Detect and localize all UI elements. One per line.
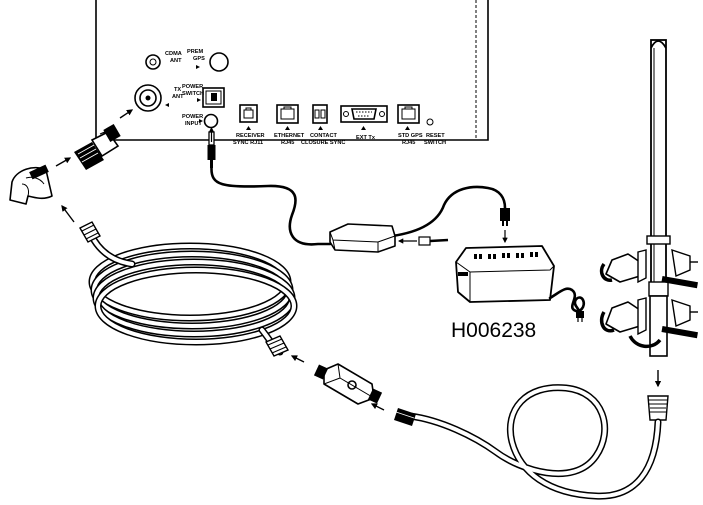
prem-gps-connector <box>209 52 229 72</box>
power-input-label-line1: POWER <box>182 114 203 120</box>
right-angle-adapter <box>9 164 53 205</box>
coax-coil-end-connector-right <box>265 335 289 357</box>
power-switch-pointer <box>197 98 201 102</box>
rear-panel <box>95 0 489 141</box>
power-input-label-line2: INPUT <box>185 121 202 127</box>
receiver-sync-rj11-port <box>239 104 258 123</box>
adapter-input-cable <box>390 185 507 238</box>
ac-plug <box>500 208 510 226</box>
receiver-sync-label-line2: SYNC RJ11 <box>233 140 263 146</box>
std-gps-rj45-port <box>397 104 420 124</box>
reset-switch[interactable] <box>426 118 434 126</box>
tx-ant-label-line2: ANT <box>172 94 184 100</box>
reset-switch-label-line2: SWITCH <box>424 140 446 146</box>
dc-cable-to-adapter <box>210 166 332 246</box>
std-gps-pointer <box>405 126 410 130</box>
coax-coil-end-connector-left <box>79 221 101 243</box>
contact-closure-label-line1: CONTACT <box>310 133 338 139</box>
tx-ant-pointer <box>165 103 169 107</box>
power-input-pointer <box>199 119 203 123</box>
coil-to-elbow-arrow <box>61 204 75 223</box>
reset-switch-label-line1: RESET <box>426 133 445 139</box>
gps-antenna <box>646 39 671 357</box>
antenna-cable-arrow <box>370 403 385 411</box>
mast-mount-bracket-lower <box>599 297 698 349</box>
ethernet-label-line2: RJ45 <box>281 140 294 146</box>
elbow-to-plug-arrow <box>55 157 72 167</box>
mast-mount-bracket-upper <box>599 248 698 289</box>
plug-to-tx-ant-arrow <box>119 109 134 119</box>
figure-id-label: H006238 <box>451 319 536 342</box>
power-switch-label-line2: SWITCH <box>182 91 204 97</box>
lightning-arrestor <box>313 363 383 405</box>
ext-tx-dsub-port <box>340 105 388 123</box>
adapter-barrel-plug <box>418 236 449 246</box>
antenna-cable-connector <box>647 395 669 421</box>
std-gps-label-line1: STD GPS <box>398 133 423 139</box>
ac-power-adapter <box>329 223 396 253</box>
power-input-jack <box>203 113 219 129</box>
antenna-cable-end-connector <box>394 408 416 426</box>
power-strip-cord <box>548 287 586 322</box>
coiled-coax-cable <box>88 236 298 356</box>
tx-ant-connector <box>134 84 162 112</box>
std-gps-label-line2: RJ45 <box>402 140 415 146</box>
power-switch[interactable] <box>202 87 225 108</box>
ext-tx-pointer <box>361 126 366 130</box>
cdma-ant-connector <box>145 54 161 70</box>
prem-gps-label-line1: PREM <box>187 49 204 55</box>
prem-gps-label-line2: GPS <box>193 56 205 62</box>
tx-ant-label-line1: TX <box>174 87 181 93</box>
ext-tx-label: EXT Tx <box>356 135 376 141</box>
cdma-ant-label-line1: CDMA <box>165 51 182 57</box>
n-type-connector-plug <box>74 123 121 170</box>
ethernet-pointer <box>285 126 290 130</box>
power-strip <box>455 245 555 303</box>
prem-gps-pointer <box>196 65 200 69</box>
power-switch-label-line1: POWER <box>182 84 203 90</box>
receiver-sync-label-line1: RECEIVER <box>236 133 265 139</box>
ethernet-rj45-port <box>276 104 299 124</box>
contact-closure-sync-port <box>312 104 328 124</box>
antenna-cable <box>406 384 662 500</box>
cdma-ant-label-line2: ANT <box>170 58 182 64</box>
contact-closure-pointer <box>318 126 323 130</box>
receiver-sync-pointer <box>246 126 251 130</box>
ethernet-label-line1: ETHERNET <box>274 133 305 139</box>
contact-closure-label-line2: CLOSURE SYNC <box>301 140 345 146</box>
arrestor-arrow <box>290 355 305 363</box>
